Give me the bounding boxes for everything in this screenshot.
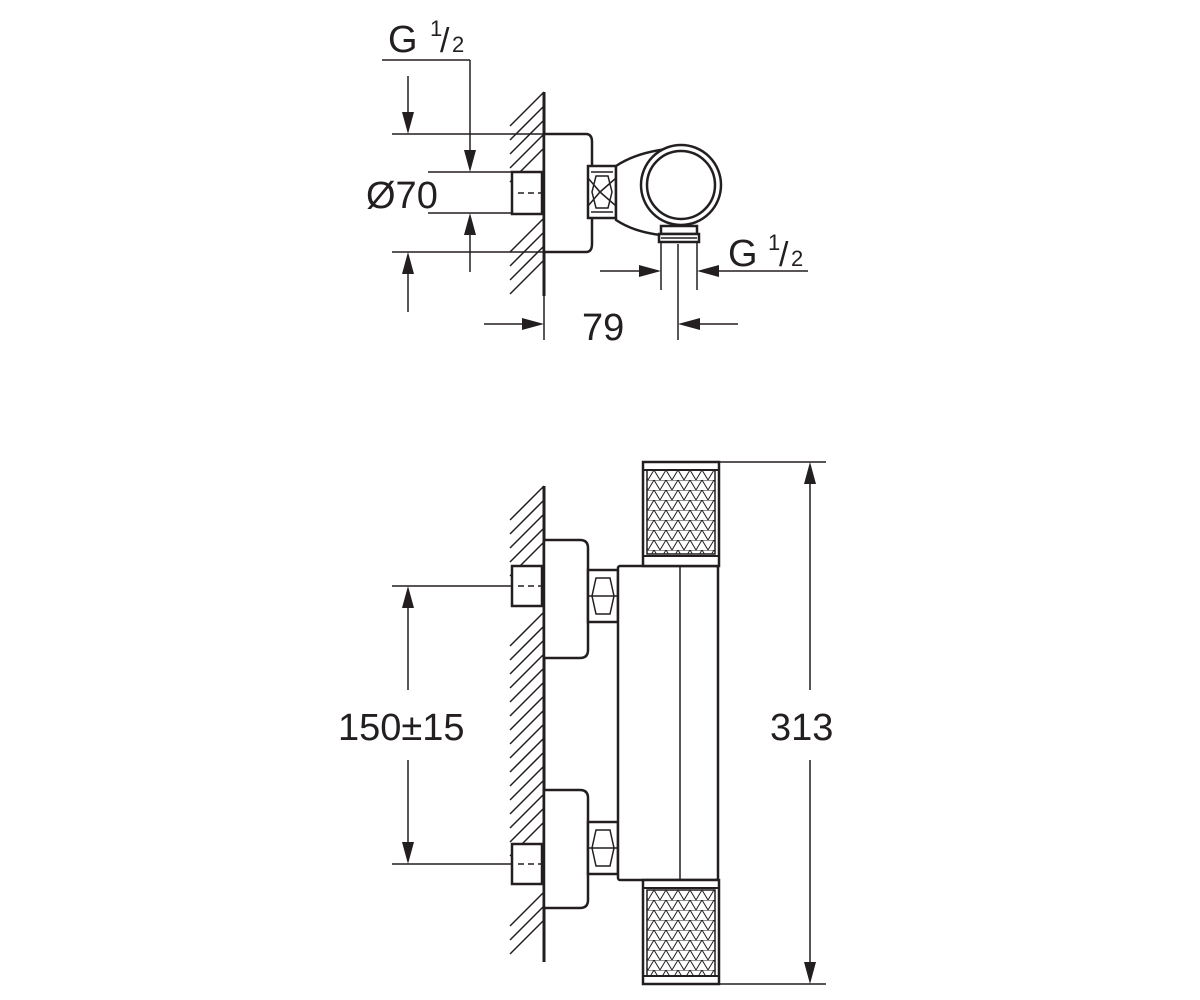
hatch-line — [509, 695, 545, 731]
hatch-line — [509, 485, 545, 521]
hatch-line — [509, 681, 545, 717]
temperature-handle — [641, 460, 721, 568]
front-wall-pipe-top — [510, 564, 545, 608]
top-dimensions — [382, 59, 808, 340]
top-valve-body — [614, 143, 723, 238]
center-distance-label: 150±15 — [338, 707, 465, 749]
hatch-line — [509, 133, 545, 169]
inlet-thread-num: 1 — [430, 16, 442, 41]
top-wall-pipe — [510, 170, 545, 216]
top-view: G 1 / 2 Ø70 G 1 / 2 79 — [366, 16, 808, 349]
hatch-line — [509, 639, 545, 675]
inlet-thread-letter: G — [388, 19, 418, 61]
thermostat-body — [616, 564, 720, 882]
front-connection-top — [542, 538, 590, 660]
hatch-line — [509, 919, 545, 955]
front-wall — [509, 485, 546, 962]
hatch-line — [509, 737, 545, 773]
hatch-line — [509, 119, 545, 155]
hatch-line — [509, 231, 545, 267]
front-connection-bottom — [542, 788, 590, 910]
hatch-line — [509, 891, 545, 927]
depth-label: 79 — [582, 307, 624, 349]
front-hex-nut-top — [586, 568, 620, 624]
top-connection-body — [542, 132, 594, 254]
hatch-line — [509, 513, 545, 549]
hatch-line — [509, 91, 545, 127]
outlet-thread-den: 2 — [791, 246, 803, 271]
hatch-line — [509, 807, 545, 843]
hatch-line — [509, 723, 545, 759]
outlet-thread-letter: G — [728, 233, 758, 275]
hatch-line — [509, 793, 545, 829]
top-hex-nut — [586, 164, 618, 220]
hatch-line — [509, 653, 545, 689]
outlet-thread-slash: / — [779, 236, 789, 274]
hatch-line — [509, 245, 545, 281]
inlet-thread-den: 2 — [452, 32, 464, 57]
hatch-line — [509, 217, 545, 253]
top-outlet — [657, 224, 701, 244]
front-view: 150±15 313 — [338, 460, 833, 986]
hatch-line — [509, 709, 545, 745]
hatch-line — [509, 625, 545, 661]
hatch-line — [509, 499, 545, 535]
hatch-line — [509, 105, 545, 141]
hatch-line — [509, 765, 545, 801]
flow-handle — [641, 878, 721, 986]
outlet-thread-num: 1 — [768, 230, 780, 255]
outlet-thread-label: G 1 / 2 — [728, 230, 803, 275]
inlet-thread-slash: / — [440, 22, 450, 60]
diameter-label: Ø70 — [366, 175, 438, 217]
hatch-line — [509, 259, 545, 295]
hatch-line — [509, 905, 545, 941]
hatch-line — [509, 611, 545, 647]
hatch-line — [509, 779, 545, 815]
height-label: 313 — [770, 707, 833, 749]
inlet-thread-label: G 1 / 2 — [388, 16, 464, 61]
front-dimensions — [392, 461, 826, 985]
hatch-line — [509, 751, 545, 787]
hatch-line — [509, 527, 545, 563]
hatch-line — [509, 667, 545, 703]
front-wall-pipe-bottom — [510, 842, 545, 886]
front-hex-nut-bottom — [586, 820, 620, 876]
